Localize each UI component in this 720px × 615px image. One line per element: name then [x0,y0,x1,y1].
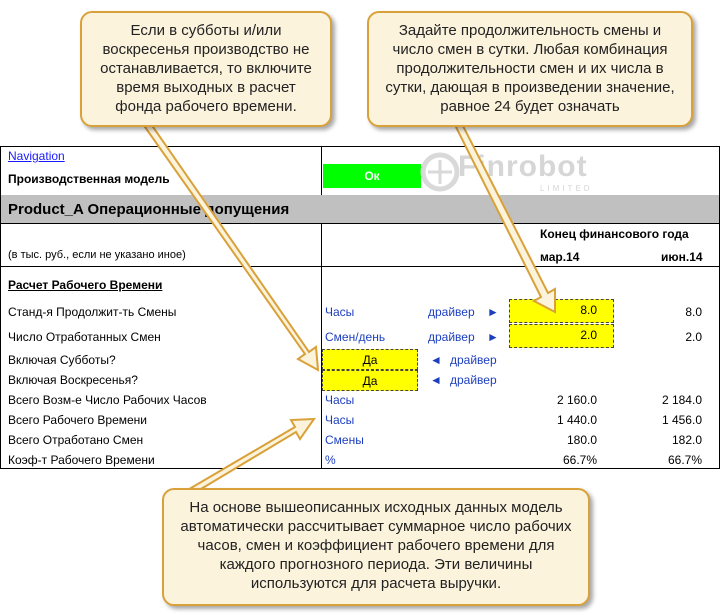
driver-arrow-left-icon: ◄ [430,373,442,387]
row-unit-shifts-count: Смен/день [325,330,386,344]
callout-weekend: Если в субботы и/или воскресенья произво… [80,11,332,127]
row-label-saturdays: Включая Субботы? [8,353,116,367]
driver-arrow-right-icon: ► [487,330,499,344]
calc-header: Расчет Рабочего Времени [8,278,163,292]
grid-line [321,223,322,469]
spreadsheet: Navigation Производственная модель Ок Pr… [0,146,720,470]
row-label-shift-length: Станд-я Продолжит-ть Смены [8,305,177,319]
driver-arrow-left-icon: ◄ [430,353,442,367]
row-unit-shift-length: Часы [325,305,355,319]
grid-line [0,468,720,469]
section-header-bar [1,195,719,223]
navigation-link[interactable]: Navigation [8,149,65,163]
total-work-time-value-2: 1 456.0 [661,413,702,427]
work-time-ratio-value-2: 66.7% [667,453,702,467]
row-unit-total-shifts: Смены [325,433,364,447]
row-unit-total-work-time: Часы [325,413,355,427]
driver-label: драйвер [450,353,497,367]
total-shifts-value-1: 180.0 [566,433,597,447]
grid-line [0,266,720,267]
period-label-1: мар.14 [540,250,580,264]
logo-subtext: LIMITED [540,184,593,193]
driver-label: драйвер [428,330,475,344]
callout-summary: На основе вышеописанных исходных данных … [162,488,590,606]
row-label-total-work-time: Всего Рабочего Времени [8,413,148,427]
grid-line [321,146,322,195]
shifts-count-input[interactable]: 2.0 [509,324,614,348]
grid-line [0,146,720,147]
section-title: Product_A Операционные допущения [8,201,290,218]
grid-line [0,146,1,469]
period-label-2: июн.14 [661,250,703,264]
total-shifts-value-2: 182.0 [671,433,702,447]
sundays-select[interactable]: Да [322,370,418,391]
row-label-work-time-ratio: Коэф-т Рабочего Времени [8,453,155,467]
saturdays-select[interactable]: Да [322,349,418,370]
row-label-total-shifts: Всего Отработано Смен [8,433,144,447]
ok-button[interactable]: Ок [323,164,421,188]
row-unit-possible-hours: Часы [325,393,355,407]
callout-shift: Задайте продолжительность смены и число … [367,11,693,127]
row-unit-work-time-ratio: % [325,453,336,467]
total-work-time-value-1: 1 440.0 [556,413,597,427]
possible-hours-value-2: 2 184.0 [661,393,702,407]
period-header: Конец финансового года [540,227,689,241]
possible-hours-value-1: 2 160.0 [556,393,597,407]
work-time-ratio-value-1: 66.7% [562,453,597,467]
driver-label: драйвер [428,305,475,319]
shift-length-input[interactable]: 8.0 [509,299,614,323]
logo-text: Finrobot [458,150,588,183]
driver-label: драйвер [450,373,497,387]
driver-arrow-right-icon: ► [487,305,499,319]
row-label-possible-hours: Всего Возм-е Число Рабочих Часов [8,393,207,407]
grid-line [0,223,720,224]
row-label-sundays: Включая Воскресенья? [8,373,138,387]
shifts-count-value-2: 2.0 [685,330,702,344]
model-label: Производственная модель [8,172,170,186]
shift-length-value-2: 8.0 [685,305,702,319]
units-note: (в тыс. руб., если не указано иное) [8,249,186,261]
row-label-shifts-count: Число Отработанных Смен [8,330,161,344]
